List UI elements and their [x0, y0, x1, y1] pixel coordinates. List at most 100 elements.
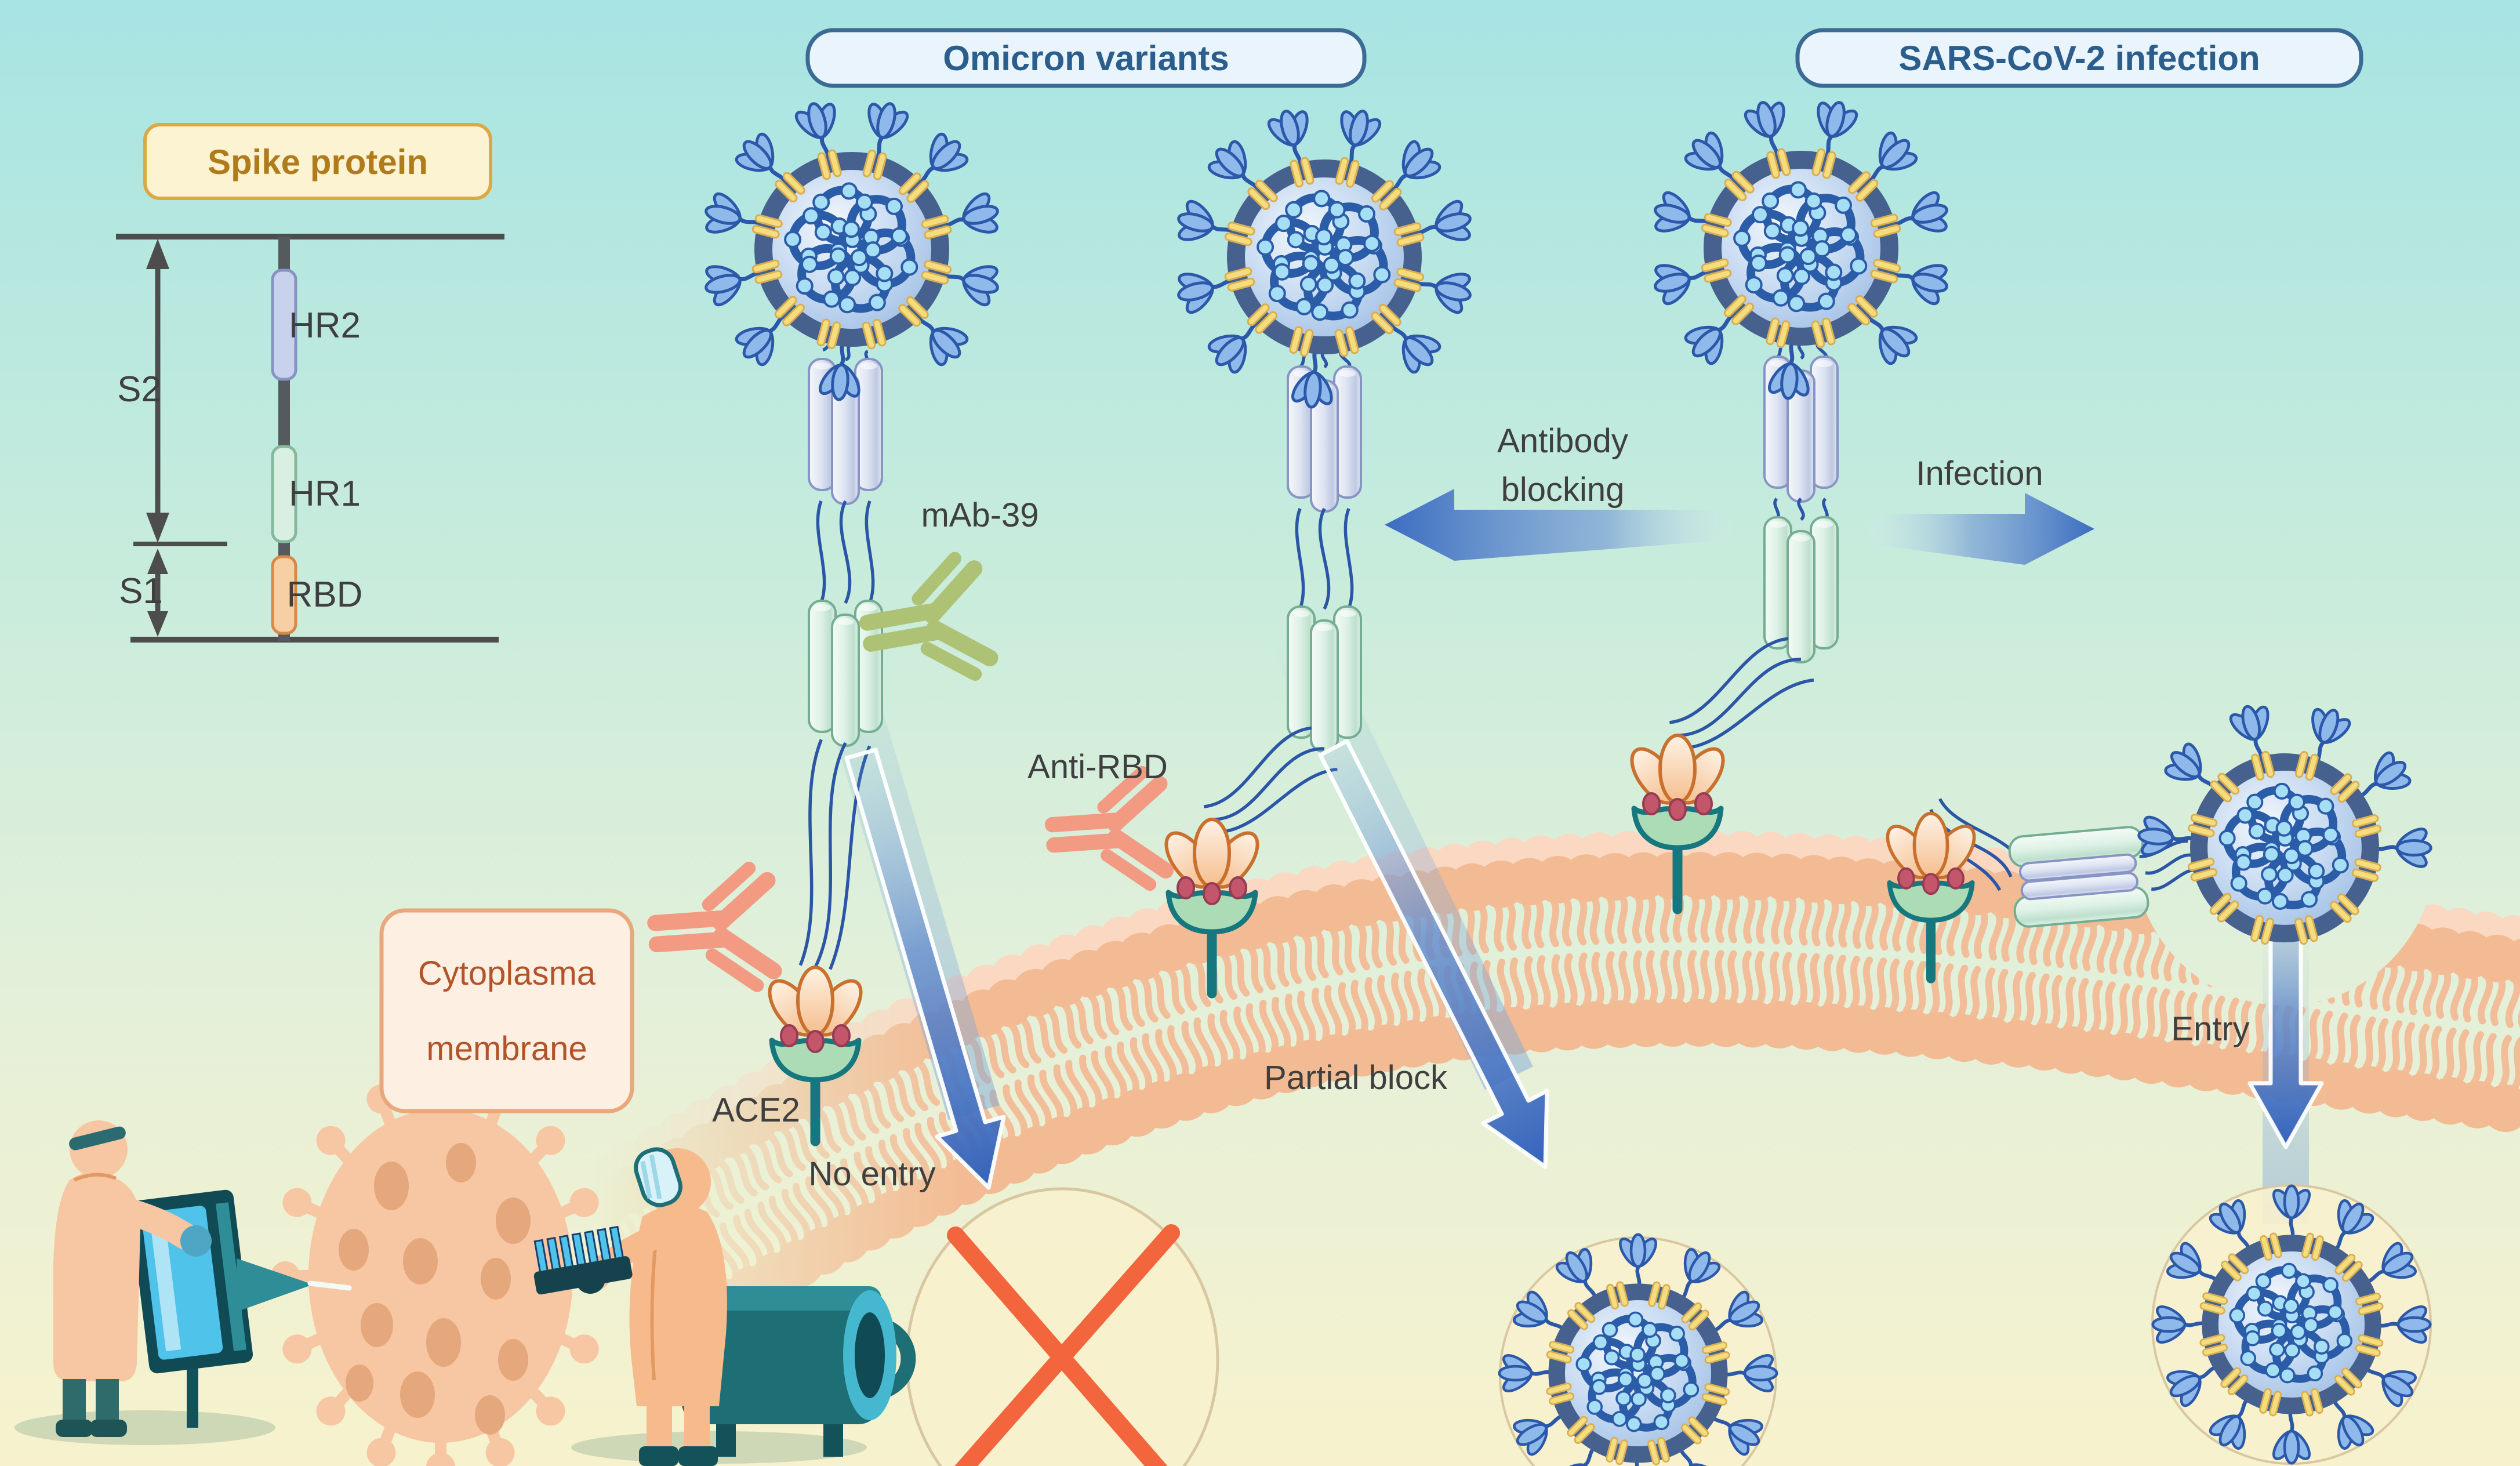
sars-header-box: [1795, 28, 2363, 88]
viral-rna-icon: [2229, 1262, 2353, 1384]
spike-glycoprotein-icon: [1888, 264, 1948, 306]
spike-glycoprotein-icon: [735, 312, 788, 366]
spike-glycoprotein-icon: [1654, 264, 1713, 306]
fused-helix-bundle: [2008, 826, 2149, 928]
hr1-helix-bundle: [1763, 516, 1839, 663]
sars-header-label: SARS-CoV-2 infection: [1898, 39, 2260, 78]
scientist-right: [533, 1147, 727, 1466]
spike-glycoprotein-icon: [1512, 1290, 1567, 1333]
virus-particle: [1498, 1233, 1778, 1466]
spike-glycoprotein-icon: [819, 339, 860, 401]
scientist-left: [53, 1120, 352, 1437]
spike-glycoprotein-icon: [1768, 338, 1810, 400]
spike-glycoprotein-icon: [1388, 140, 1441, 194]
omicron-header-box: [805, 28, 1367, 88]
viral-rna-icon: [1575, 1311, 1700, 1432]
spike-glycoprotein-icon: [1387, 321, 1441, 374]
spike-glycoprotein-icon: [1619, 1233, 1657, 1290]
spike-glycoprotein-icon: [1709, 1414, 1764, 1456]
spike-glycoprotein-icon: [1498, 1354, 1555, 1392]
spike-glycoprotein-icon: [1340, 110, 1382, 170]
anti-rbd-antibody-icon: [1044, 765, 1174, 891]
hr1-label: HR1: [289, 474, 361, 514]
anti-rbd-label: Anti-RBD: [1027, 748, 1168, 786]
entry-label: Entry: [2171, 1010, 2249, 1048]
spike-glycoprotein-icon: [2363, 1365, 2417, 1407]
virus-particle: [1654, 101, 1948, 400]
rbd-segment: [271, 555, 297, 635]
goggles-icon: [69, 1126, 126, 1151]
blocked-cross-icon: [947, 1224, 1180, 1466]
infection-label: Infection: [1916, 455, 2043, 492]
hr2-segment: [271, 268, 297, 381]
spike-glycoprotein-icon: [1207, 140, 1262, 193]
hr1-helix-bundle: [1287, 605, 1362, 753]
spike-glycoprotein-icon: [2209, 1199, 2252, 1252]
spike-glycoprotein-icon: [1654, 191, 1714, 233]
spike-glycoprotein-icon: [940, 192, 999, 234]
spike-glycoprotein-icon: [1744, 101, 1785, 160]
spike-glycoprotein-icon: [1177, 273, 1236, 314]
spike-glycoprotein-icon: [2375, 1305, 2432, 1344]
cytoplasma-label-line1: Cytoplasma: [418, 955, 596, 992]
viral-rna-icon: [784, 182, 918, 314]
spike-glycoprotein-icon: [705, 265, 764, 307]
glove-icon: [180, 1225, 212, 1257]
spike-glycoprotein-icon: [2209, 1396, 2251, 1450]
spike-glycoprotein-icon: [2166, 1365, 2219, 1407]
spike-glycoprotein-icon: [1411, 273, 1472, 314]
spike-glycoprotein-icon: [1684, 311, 1737, 365]
spike-glycoprotein-icon: [2164, 742, 2218, 792]
spike-glycoprotein-icon: [2356, 751, 2412, 799]
spike-protein-box-label: Spike protein: [208, 143, 428, 182]
spike-glycoprotein-icon: [2229, 705, 2270, 763]
ace2-label: ACE2: [712, 1091, 800, 1129]
s2-label: S2: [117, 369, 161, 409]
spike-glycoprotein-icon: [1412, 199, 1472, 241]
flow-arrows: [844, 489, 2324, 1190]
annotation-labels: mAb-39 Antibody blocking Infection Anti-…: [712, 422, 2249, 1193]
spike-glycoprotein-icon: [2272, 1408, 2311, 1465]
spike-glycoprotein-icon: [1207, 320, 1261, 374]
spike-glycoprotein-icon: [1291, 347, 1333, 409]
s1-label: S1: [119, 571, 163, 611]
hr2-label: HR2: [289, 306, 361, 346]
no-entry-label: No entry: [808, 1155, 935, 1193]
antibody-blocking-arrow-icon: [1385, 489, 1731, 561]
mab39-antibody-icon: [859, 551, 998, 681]
spike-glycoprotein-icon: [1864, 312, 1918, 365]
virus-particle: [2151, 1184, 2432, 1465]
needle-icon: [307, 1280, 352, 1291]
anti-rbd-antibody-icon: [647, 861, 782, 992]
mab39-label: mAb-39: [921, 496, 1038, 534]
cytoplasma-label-line2: membrane: [426, 1030, 587, 1068]
spike-glycoprotein-icon: [939, 265, 999, 307]
viral-rna-icon: [1733, 181, 1868, 313]
test-tube-rack: [533, 1225, 633, 1295]
rbd-label: RBD: [287, 575, 363, 615]
spike-glycoprotein-icon: [735, 132, 789, 186]
spike-domain-diagram: S2 S1 HR2 HR1 RBD: [116, 234, 504, 643]
spike-glycoprotein-icon: [2311, 707, 2351, 766]
spike-glycoprotein-icon: [1817, 101, 1858, 161]
spike-glycoprotein-icon: [1889, 191, 1948, 233]
callout-boxes: Spike protein Omicron variants SARS-CoV-…: [143, 28, 2363, 1113]
spike-glycoprotein-icon: [914, 313, 969, 366]
antibody-blocking-label-line1: Antibody: [1497, 422, 1628, 460]
spike-glycoprotein-icon: [1679, 1247, 1721, 1302]
lab-machine: [681, 1286, 916, 1457]
partial-block-arrow-icon: [1318, 739, 1549, 1169]
no-entry-arrow-icon: [844, 747, 1006, 1190]
spike-glycoprotein-icon: [1512, 1413, 1566, 1456]
virus-particle: [705, 102, 999, 401]
hr1-helix-bundle: [808, 600, 883, 747]
spike-glycoprotein-icon: [916, 132, 969, 187]
spike-glycoprotein-icon: [2166, 1242, 2220, 1284]
virus-particle: [1177, 110, 1472, 409]
omicron-header-label: Omicron variants: [943, 39, 1229, 78]
cytoplasma-membrane-box: [379, 908, 634, 1113]
viral-rna-icon: [1257, 190, 1391, 321]
spike-glycoprotein-icon: [1177, 199, 1237, 241]
virus-particles: [705, 101, 2432, 1466]
hr1-segment: [271, 445, 297, 543]
